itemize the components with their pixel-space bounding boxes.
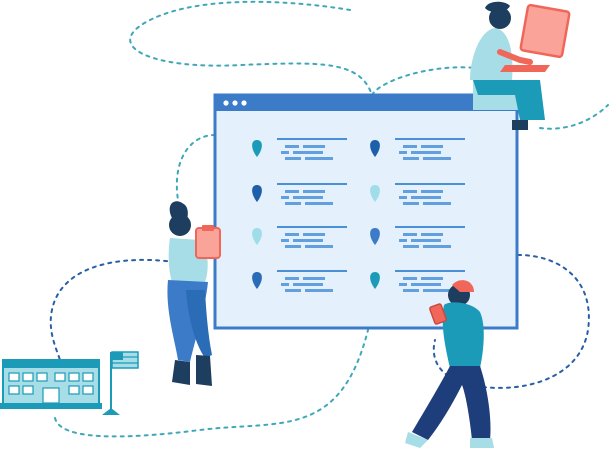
listing-divider: [277, 183, 347, 185]
map-pin-icon: [370, 140, 380, 157]
listing-text-line: [293, 239, 323, 242]
listing-text-line: [293, 283, 323, 286]
dashed-path-right: [539, 104, 609, 130]
map-pin-icon: [252, 228, 262, 245]
listing-text-line: [281, 151, 289, 154]
listing-text-line: [305, 289, 333, 292]
map-pin-icon: [370, 272, 380, 289]
dashed-path-top: [129, 0, 373, 96]
listing-text-line: [421, 277, 443, 280]
window-dot: [223, 100, 229, 106]
window-dot: [232, 100, 238, 106]
dashed-path-left: [49, 258, 176, 361]
listing-text-line: [421, 233, 443, 236]
listing-text-line: [293, 196, 323, 199]
listing-divider: [277, 138, 347, 140]
listing-text-line: [423, 202, 451, 205]
listing-item: [252, 183, 347, 205]
listing-text-line: [403, 190, 417, 193]
listing-text-line: [423, 289, 451, 292]
listing-text-line: [281, 283, 289, 286]
listing-item: [252, 270, 347, 292]
dashed-path-left-window: [175, 134, 216, 201]
map-pin-icon: [252, 140, 262, 157]
listing-text-line: [399, 196, 407, 199]
listing-divider: [395, 183, 465, 185]
listing-item: [370, 138, 465, 160]
listing-text-line: [285, 202, 301, 205]
listing-text-line: [403, 145, 417, 148]
listing-text-line: [305, 157, 333, 160]
school-building-icon: [0, 359, 102, 409]
listing-text-line: [423, 157, 451, 160]
listing-text-line: [403, 245, 419, 248]
listing-text-line: [411, 239, 441, 242]
flag-icon: [102, 351, 139, 415]
listing-text-line: [285, 289, 301, 292]
listing-divider: [395, 270, 465, 272]
listing-divider: [277, 226, 347, 228]
listing-text-line: [403, 202, 419, 205]
listing-divider: [395, 226, 465, 228]
listing-text-line: [305, 245, 333, 248]
listing-text-line: [285, 190, 299, 193]
dashed-path-bottom-left: [54, 329, 369, 438]
listing-item: [370, 226, 465, 248]
listing-text-line: [293, 151, 323, 154]
listing-text-line: [303, 277, 325, 280]
map-pin-icon: [370, 228, 380, 245]
listing-text-line: [285, 145, 299, 148]
listing-text-line: [285, 233, 299, 236]
listing-text-line: [399, 283, 407, 286]
listing-divider: [277, 270, 347, 272]
window-titlebar: [215, 95, 517, 111]
person-with-phone: [405, 280, 494, 448]
listing-text-line: [303, 145, 325, 148]
listing-text-line: [421, 190, 443, 193]
window-dot: [241, 100, 247, 106]
listing-text-line: [403, 289, 419, 292]
listing-text-line: [305, 202, 333, 205]
listing-divider: [395, 138, 465, 140]
listing-text-line: [403, 277, 417, 280]
listing-text-line: [421, 145, 443, 148]
listing-text-line: [411, 196, 441, 199]
listing-item: [252, 226, 347, 248]
listing-text-line: [403, 233, 417, 236]
listing-text-line: [303, 190, 325, 193]
map-pin-icon: [252, 185, 262, 202]
listing-text-line: [281, 196, 289, 199]
listing-text-line: [285, 277, 299, 280]
listing-text-line: [399, 239, 407, 242]
listing-text-line: [403, 157, 419, 160]
listing-text-line: [281, 239, 289, 242]
browser-window: [213, 93, 519, 330]
person-with-clipboard: [167, 201, 221, 386]
map-pin-icon: [252, 272, 262, 289]
listing-text-line: [303, 233, 325, 236]
map-pin-icon: [370, 185, 380, 202]
laptop-icon: [500, 3, 571, 72]
listing-text-line: [399, 151, 407, 154]
listing-text-line: [285, 245, 301, 248]
phone-icon: [429, 303, 447, 325]
listing-text-line: [411, 151, 441, 154]
listing-text-line: [285, 157, 301, 160]
dashed-path-bottom-right: [432, 254, 590, 389]
listing-text-line: [411, 283, 441, 286]
listing-item: [370, 270, 465, 292]
listing-item: [252, 138, 347, 160]
clipboard-icon: [195, 225, 221, 259]
person-with-laptop: [470, 1, 571, 130]
listing-text-line: [423, 245, 451, 248]
listing-item: [370, 183, 465, 205]
